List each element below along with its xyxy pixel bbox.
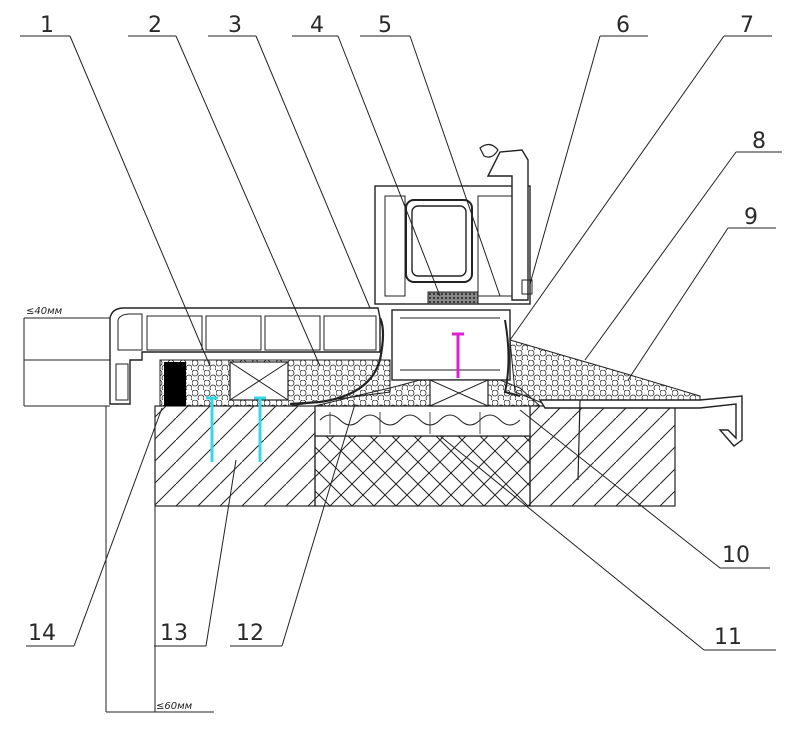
window-frame-base <box>391 309 511 407</box>
dimension-bottom-label: ≤60мм <box>156 701 193 712</box>
callout-4: 4 <box>310 13 324 38</box>
anchor-screw-1 <box>206 396 218 462</box>
callout-6: 6 <box>616 13 630 38</box>
support-block-left <box>229 361 289 401</box>
dimension-top-label: ≤40мм <box>26 306 63 317</box>
window-frame-profile <box>374 143 533 305</box>
vapour-barrier-tape <box>289 317 385 406</box>
callout-1: 1 <box>40 13 54 38</box>
callout-3: 3 <box>228 13 242 38</box>
callout-7: 7 <box>740 13 754 38</box>
callout-2: 2 <box>148 13 162 38</box>
callout-8: 8 <box>752 129 766 154</box>
external-drip-sill <box>538 395 743 481</box>
callout-5: 5 <box>378 13 392 38</box>
callout-9: 9 <box>744 205 758 230</box>
callout-14: 14 <box>28 621 56 646</box>
callout-12: 12 <box>236 621 264 646</box>
callout-13: 13 <box>160 621 188 646</box>
sealant-block <box>164 362 186 406</box>
callouts: 1 2 3 4 5 6 7 8 9 10 <box>20 13 782 651</box>
callout-11: 11 <box>714 625 742 650</box>
wall-masonry <box>154 405 676 507</box>
window-fixing-screw <box>452 332 464 378</box>
callout-10: 10 <box>722 543 750 568</box>
window-sill-board <box>109 307 381 405</box>
anchor-screw-2 <box>254 396 266 462</box>
